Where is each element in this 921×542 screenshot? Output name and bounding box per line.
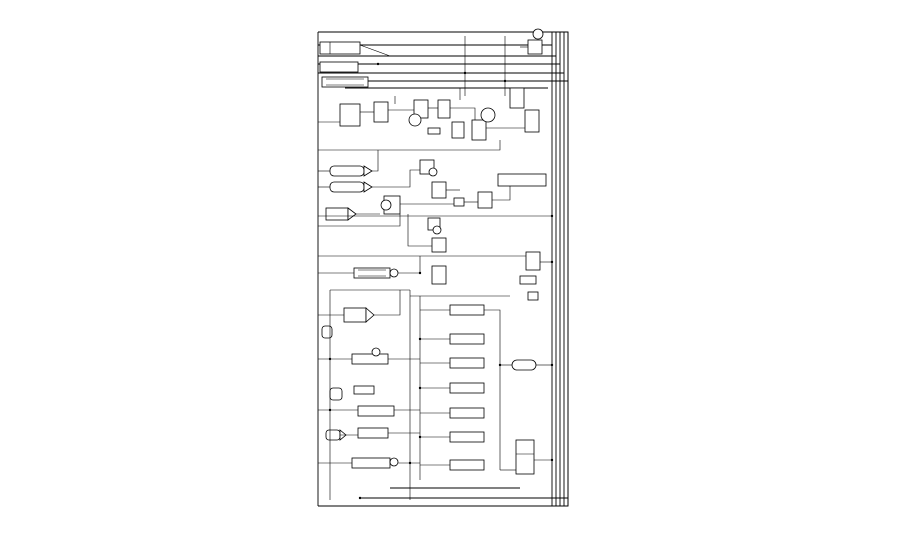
- middle-process-block: [318, 159, 552, 285]
- top-right-vessel: [520, 28, 544, 55]
- main-exchanger: [318, 256, 421, 279]
- top-exchangers: [319, 41, 369, 88]
- upper-process-block: [318, 87, 540, 151]
- junction-dots: [328, 62, 554, 500]
- utility-headers: [551, 32, 569, 506]
- bottom-right-vessels: [500, 359, 552, 475]
- bottom-collection: [360, 487, 568, 499]
- lower-exchanger-bank: [410, 295, 510, 480]
- lower-left-equipment: [318, 289, 420, 500]
- mid-right-vessels: [519, 251, 552, 301]
- middle-left-separators: [318, 150, 420, 221]
